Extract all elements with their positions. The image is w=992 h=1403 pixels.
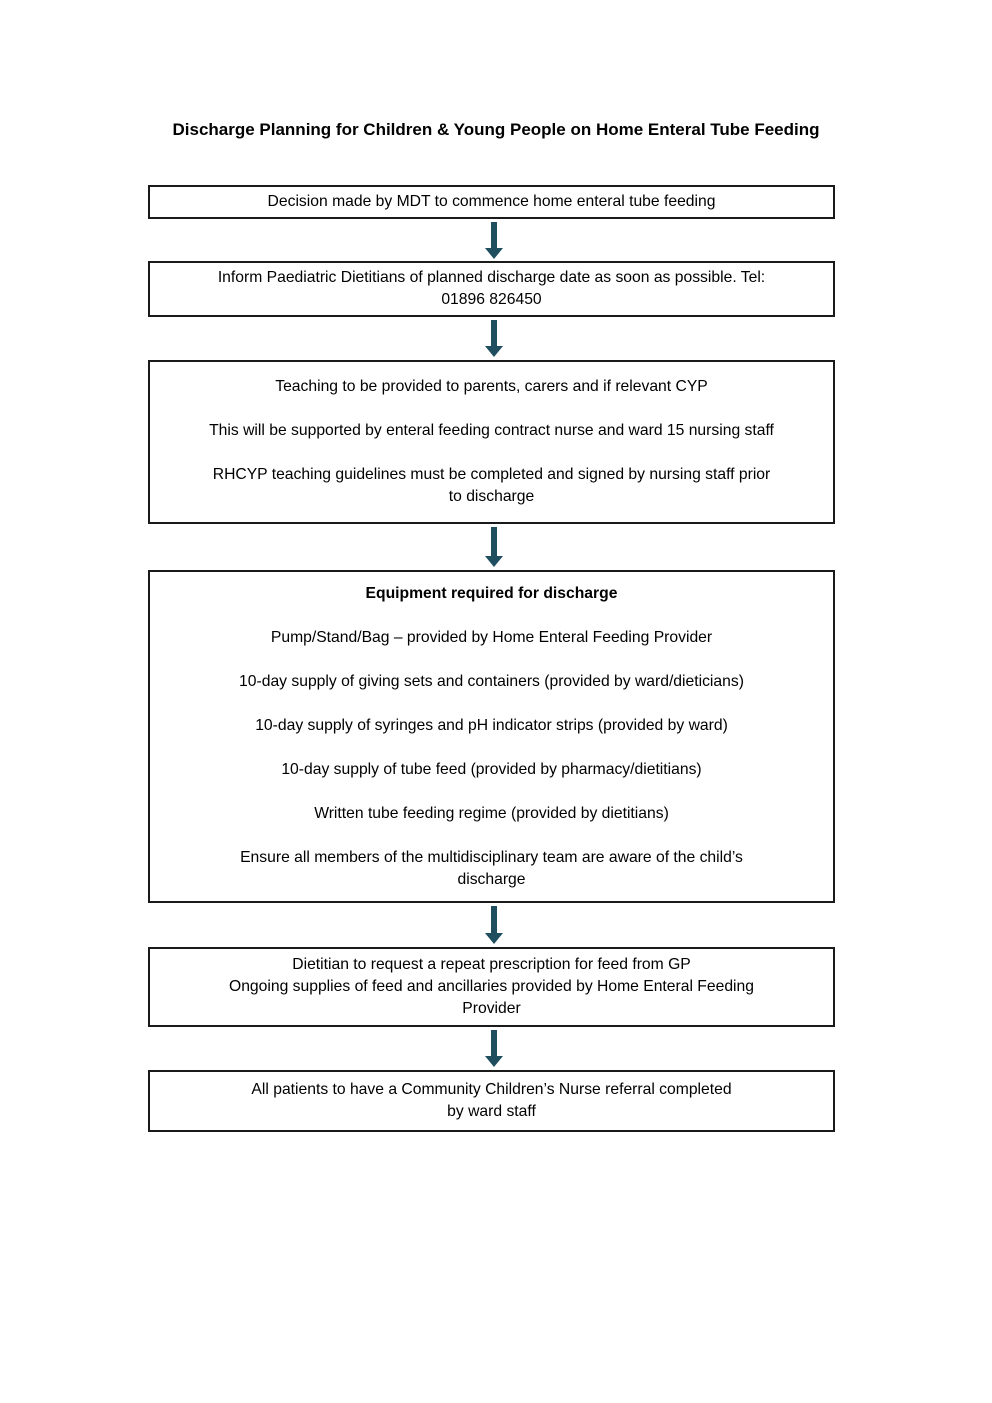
down-arrow [484,1030,503,1067]
flow-box-text-line: by ward staff [447,1103,536,1120]
flow-box-paragraph: Pump/Stand/Bag – provided by Home Entera… [271,627,712,649]
flow-box-decision-mdt: Decision made by MDT to commence home en… [148,185,835,219]
flow-box-paragraph: Inform Paediatric Dietitians of planned … [218,267,765,311]
flow-box-paragraph: This will be supported by enteral feedin… [209,420,774,442]
page-title: Discharge Planning for Children & Young … [172,120,820,139]
flow-box-text-line: RHCYP teaching guidelines must be comple… [212,466,771,483]
down-arrow [484,222,503,259]
flow-box-text-line: Written tube feeding regime (provided by… [314,804,669,822]
down-arrow-head-icon [484,556,503,567]
down-arrow-shaft [490,906,497,933]
down-arrow-head-icon [484,1056,503,1067]
down-arrow [484,320,503,357]
down-arrow [484,906,503,944]
flow-box-paragraph: 10-day supply of tube feed (provided by … [281,759,701,781]
flow-box-paragraph: RHCYP teaching guidelines must be comple… [213,464,771,508]
down-arrow-shaft [490,320,497,346]
down-arrow-head-icon [484,248,503,259]
flow-box-text-line: Provider [462,1000,521,1017]
flow-box-paragraph: Ensure all members of the multidisciplin… [240,847,743,891]
flow-box-teaching: Teaching to be provided to parents, care… [148,360,835,524]
flow-box-text-line: Teaching to be provided to parents, care… [275,378,708,395]
flow-box-text-line: Dietitian to request a repeat prescripti… [292,956,691,973]
flow-box-text-line: Ongoing supplies of feed and ancillaries… [229,978,754,995]
flow-box-equipment: Equipment required for discharge Pump/St… [148,570,835,903]
flow-box-ccn-referral: All patients to have a Community Childre… [148,1070,835,1132]
down-arrow-shaft [490,527,497,556]
flow-box-text-line: This will be supported by enteral feedin… [209,422,774,439]
flow-box-heading: Equipment required for discharge [365,584,618,602]
flow-box-paragraph: Written tube feeding regime (provided by… [314,803,669,825]
down-arrow [484,527,503,567]
down-arrow-shaft [490,222,497,248]
flow-box-text-line: All patients to have a Community Childre… [251,1081,732,1098]
flow-box-paragraph: 10-day supply of syringes and pH indicat… [255,715,728,737]
flow-box-paragraph: 10-day supply of giving sets and contain… [239,671,744,693]
flow-box-inform-dietitians: Inform Paediatric Dietitians of planned … [148,261,835,317]
flow-box-paragraph: Dietitian to request a repeat prescripti… [229,954,754,1020]
flow-box-text-line: 10-day supply of giving sets and contain… [239,672,744,690]
flow-box-text-line: 01896 826450 [441,291,542,308]
flow-box-gp-prescription: Dietitian to request a repeat prescripti… [148,947,835,1027]
flow-box-text-line: Inform Paediatric Dietitians of planned … [217,269,766,286]
flow-box-paragraph: Decision made by MDT to commence home en… [268,191,716,213]
flow-box-paragraph: All patients to have a Community Childre… [251,1079,731,1123]
down-arrow-shaft [490,1030,497,1056]
flow-box-paragraph: Teaching to be provided to parents, care… [275,376,708,398]
down-arrow-head-icon [484,933,503,944]
down-arrow-head-icon [484,346,503,357]
flow-box-text-line: to discharge [448,488,535,505]
flow-box-text-line: Decision made by MDT to commence home en… [267,193,716,210]
flow-box-text-line: 10-day supply of tube feed (provided by … [281,760,702,778]
flow-box-text-line: Ensure all members of the multidisciplin… [240,848,743,866]
flow-box-text-line: Pump/Stand/Bag – provided by Home Entera… [270,628,713,646]
flow-box-text-line: 10-day supply of syringes and pH indicat… [255,716,728,734]
flow-box-text-line: discharge [457,870,526,888]
